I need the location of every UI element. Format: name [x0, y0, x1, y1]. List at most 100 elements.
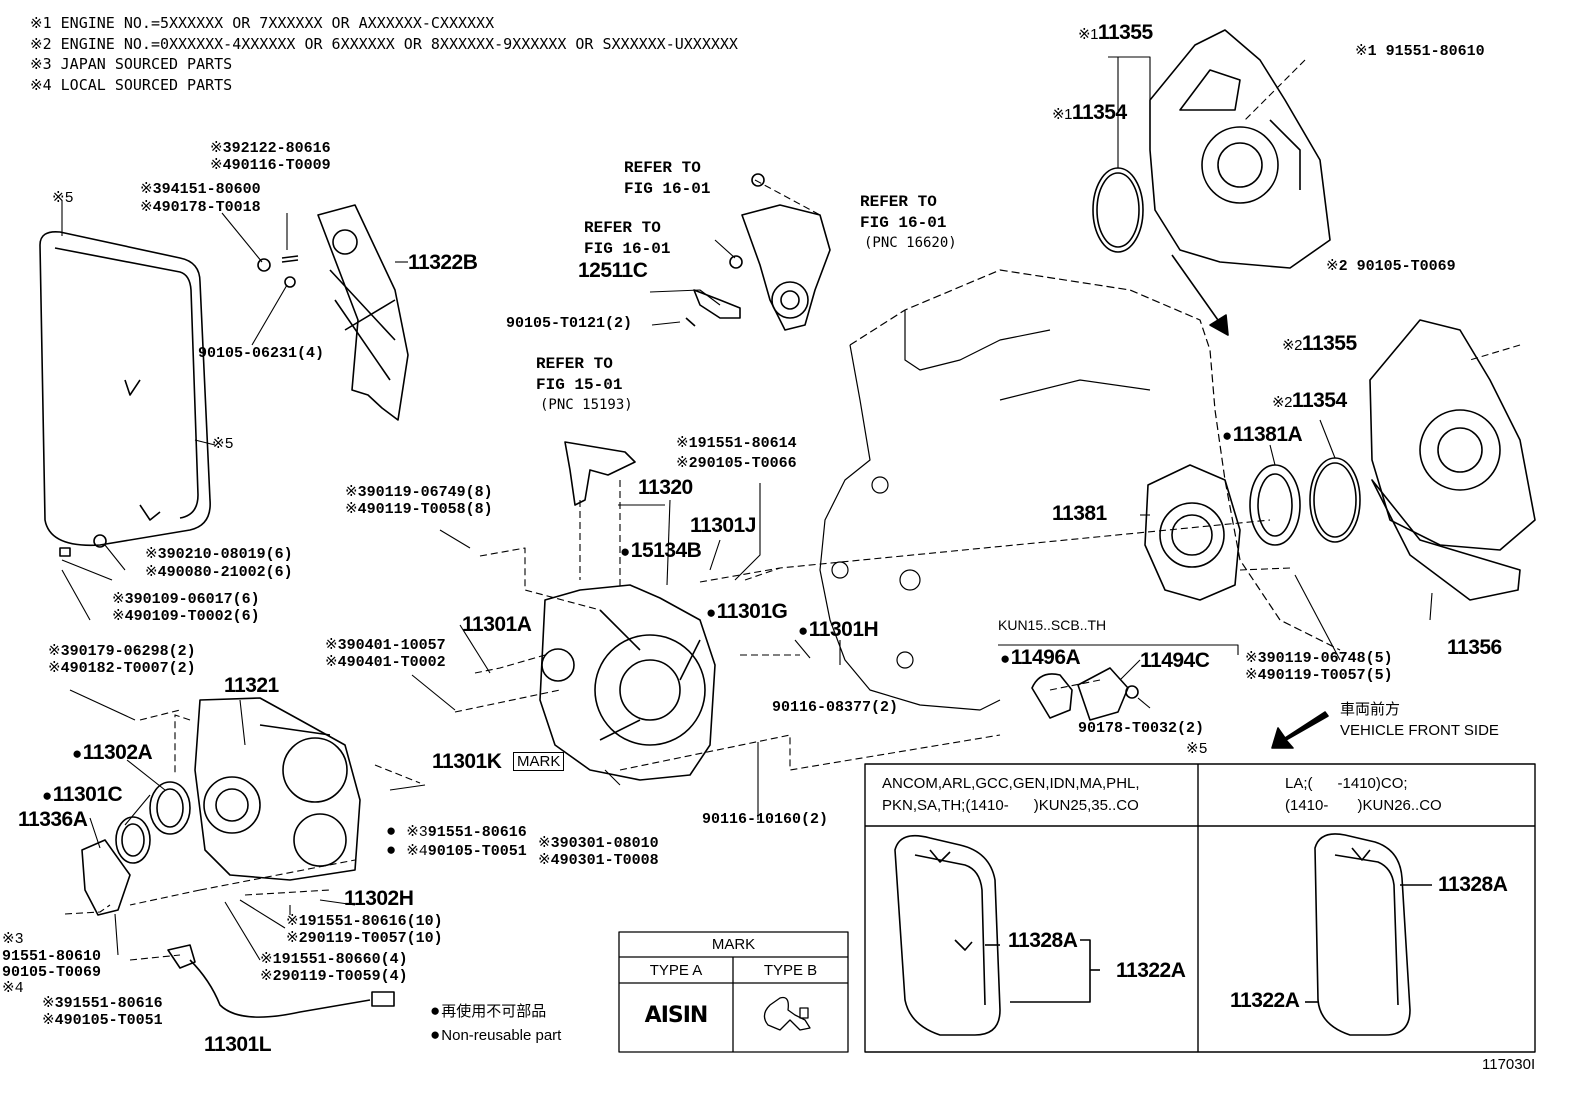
part-90119-06748[interactable]: 390119-06748(5): [1245, 651, 1393, 666]
mark-table-col-a: TYPE A: [649, 962, 703, 979]
part-11336a[interactable]: 11336A: [18, 808, 88, 831]
part-90119-t0057-5[interactable]: 490119-T0057(5): [1245, 668, 1393, 683]
part-11355-variant2[interactable]: ※211355: [1282, 332, 1357, 355]
part-12511c[interactable]: 12511C: [578, 259, 648, 282]
engine-block-outline: [819, 269, 1341, 711]
direction-arrow-plates: [1171, 254, 1229, 336]
variant-right-header-2: (1410- )KUN26..CO: [1285, 797, 1442, 814]
variant-cover-right: [1305, 833, 1432, 1036]
part-11354-variant2[interactable]: ※211354: [1272, 389, 1347, 412]
part-90109-06017[interactable]: 390109-06017(6): [112, 592, 260, 607]
part-11301a[interactable]: 11301A: [462, 613, 532, 636]
part-11301g[interactable]: 11301G: [706, 601, 788, 622]
part-11301l[interactable]: 11301L: [204, 1033, 272, 1056]
front-cover-11320-outline: [539, 584, 716, 781]
part-90105-t0051-center[interactable]: ※490105-T0051: [386, 843, 527, 860]
variant-cover-left: [894, 834, 1100, 1036]
part-11301j[interactable]: 11301J: [690, 514, 756, 537]
part-91551-80660[interactable]: 191551-80660(4): [260, 952, 408, 967]
aisin-logo-mark: AISIN: [644, 1003, 709, 1028]
rear-seals: [1092, 167, 1361, 546]
part-90210-08019[interactable]: 390210-08019(6): [145, 547, 293, 562]
part-90179-06298[interactable]: 390179-06298(2): [48, 644, 196, 659]
part-91551-80616-10[interactable]: 191551-80616(10): [286, 914, 443, 929]
part-90105-t0051-lower[interactable]: 490105-T0051: [42, 1013, 163, 1028]
part-91551-80616-lower[interactable]: 391551-80616: [42, 996, 163, 1011]
part-11356[interactable]: 11356: [1447, 636, 1502, 659]
part-11301h[interactable]: 11301H: [798, 619, 879, 640]
part-11494c[interactable]: 11494C: [1140, 649, 1210, 672]
part-90105-t0121[interactable]: 90105-T0121(2): [506, 315, 633, 332]
variant-table-frame: [864, 763, 1536, 1053]
part-11302h[interactable]: 11302H: [344, 887, 414, 910]
note-mark-4-lower: 4: [2, 981, 24, 996]
part-11381[interactable]: 11381: [1052, 502, 1107, 525]
solid-leaders: [61, 56, 1433, 961]
engine-note-1: ※1 ENGINE NO.=5XXXXXX OR 7XXXXXX OR AXXX…: [30, 14, 495, 32]
part-90301-08010[interactable]: 390301-08010: [538, 836, 659, 851]
part-90109-t0002[interactable]: 490109-T0002(6): [112, 609, 260, 624]
part-11354-variant1[interactable]: ※111354: [1052, 101, 1127, 124]
part-90401-t0002[interactable]: 490401-T0002: [325, 655, 446, 670]
part-90116-08377[interactable]: 90116-08377(2): [772, 699, 899, 716]
part-11301c[interactable]: 11301C: [42, 784, 123, 805]
vehicle-front-arrow: [1271, 711, 1329, 749]
chain-guide-11336a-outline: [81, 839, 131, 916]
vehicle-front-en: VEHICLE FRONT SIDE: [1340, 722, 1499, 739]
figure-number: 117030I: [1482, 1056, 1536, 1073]
part-11302a[interactable]: 11302A: [72, 742, 153, 763]
variant-right-11322a[interactable]: 11322A: [1230, 989, 1300, 1012]
part-90080-21002[interactable]: 490080-21002(6): [145, 565, 293, 580]
note-mark-3-lower: 3: [2, 932, 24, 947]
variant-left-11322a[interactable]: 11322A: [1116, 959, 1186, 982]
variant-left-11328a[interactable]: 11328A: [1008, 929, 1078, 952]
part-90116-10160[interactable]: 90116-10160(2): [702, 811, 829, 828]
part-90178-t0032[interactable]: 90178-T0032(2): [1078, 720, 1205, 737]
kun15-variant-label: KUN15..SCB..TH: [998, 617, 1107, 633]
part-91551-80610-top[interactable]: 1 91551-80610: [1355, 44, 1485, 59]
plate-11322b-outline: [317, 204, 409, 421]
part-90182-t0007[interactable]: 490182-T0007(2): [48, 661, 196, 676]
part-11320[interactable]: 11320: [638, 476, 693, 499]
part-90105-t0069-right[interactable]: 2 90105-T0069: [1326, 259, 1456, 274]
gasket-15193-outline: [564, 441, 636, 506]
part-90105-t0069-lower[interactable]: 90105-T0069: [2, 964, 102, 981]
vehicle-front-jp: 車両前方: [1340, 701, 1401, 718]
part-11496a[interactable]: 11496A: [1000, 647, 1081, 668]
part-11321[interactable]: 11321: [224, 674, 279, 697]
part-90119-t0058[interactable]: 490119-T0058(8): [345, 502, 493, 517]
part-90105-06231[interactable]: 90105-06231(4): [198, 345, 325, 362]
part-90116-t0009[interactable]: 490116-T0009: [210, 158, 331, 173]
part-15134b[interactable]: 15134B: [620, 540, 702, 561]
part-11322b[interactable]: 11322B: [408, 251, 478, 274]
part-90119-t0057-10[interactable]: 290119-T0057(10): [286, 931, 443, 946]
part-90119-t0059[interactable]: 290119-T0059(4): [260, 969, 408, 984]
part-94151-80600[interactable]: 394151-80600: [140, 182, 261, 197]
part-90178-t0018[interactable]: 490178-T0018: [140, 200, 261, 215]
timing-cover-11322-outline: [39, 230, 211, 547]
part-11381a[interactable]: 11381A: [1222, 424, 1303, 445]
part-90301-t0008[interactable]: 490301-T0008: [538, 853, 659, 868]
part-90401-10057[interactable]: 390401-10057: [325, 638, 446, 653]
pnc-15193: (PNC 15193): [540, 397, 633, 413]
part-91551-80616-center[interactable]: ※391551-80616: [386, 824, 527, 841]
variant-right-11328a[interactable]: 11328A: [1438, 873, 1508, 896]
end-plate-11355-top: [1149, 29, 1331, 269]
variant-left-header-1: ANCOM,ARL,GCC,GEN,IDN,MA,PHL,: [882, 775, 1140, 792]
part-11301k[interactable]: 11301K: [432, 750, 502, 773]
mark-table-title: MARK: [711, 936, 756, 953]
note-mark-5-mid: 5: [212, 437, 234, 452]
part-91551-80614[interactable]: 191551-80614: [676, 436, 797, 451]
part-92122-80616[interactable]: 392122-80616: [210, 141, 331, 156]
part-91551-80610-lower[interactable]: 91551-80610: [2, 948, 102, 965]
part-90119-06749[interactable]: 390119-06749(8): [345, 485, 493, 500]
end-plate-11355-lower: [1369, 319, 1536, 601]
part-11355-variant1[interactable]: ※111355: [1078, 21, 1153, 44]
variant-left-header-2: PKN,SA,TH;(1410- )KUN25,35..CO: [882, 797, 1139, 814]
part-90105-t0066[interactable]: 290105-T0066: [676, 456, 797, 471]
